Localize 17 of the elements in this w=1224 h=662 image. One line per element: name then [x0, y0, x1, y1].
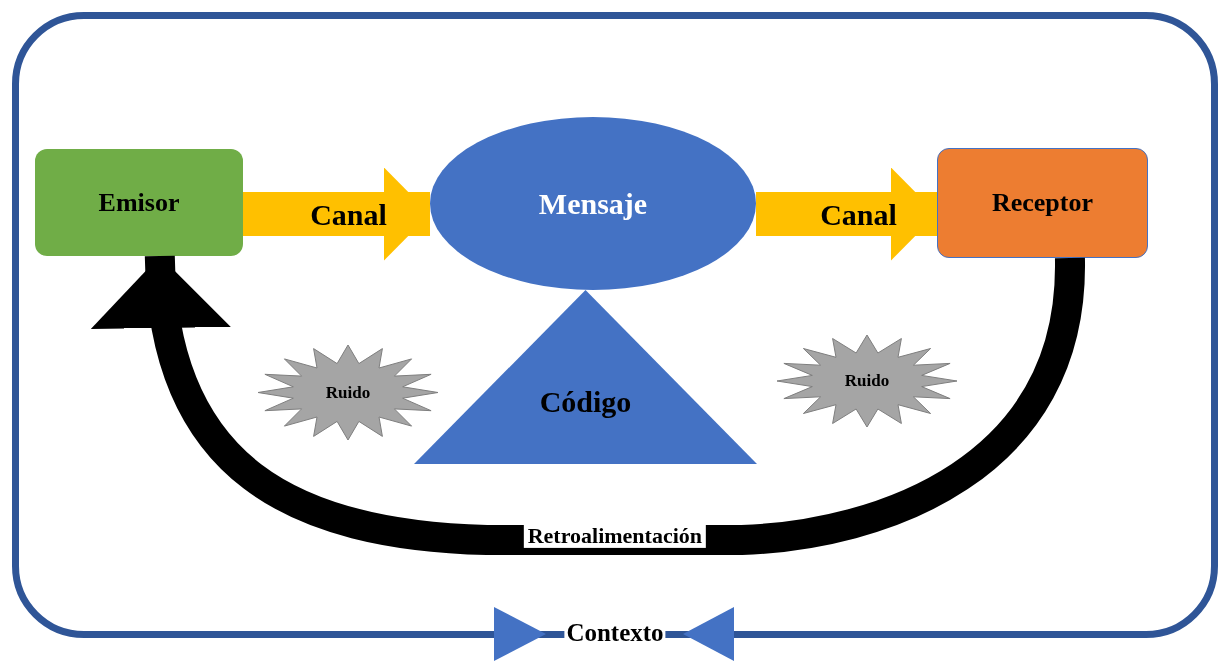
node-label: Código	[539, 385, 632, 419]
node-label: Emisor	[98, 187, 180, 218]
process-box	[35, 149, 243, 256]
node-label: Ruido	[844, 371, 890, 391]
curved-arrow	[94, 255, 1085, 555]
edge-label: Canal	[309, 197, 388, 231]
node-label: Ruido	[325, 382, 371, 403]
noise-star	[777, 335, 957, 427]
noise-star	[258, 345, 438, 440]
process-box	[937, 148, 1148, 258]
block-arrow	[756, 167, 937, 261]
node-label: Receptor	[991, 188, 1094, 218]
block-arrow	[243, 167, 430, 261]
node-label: Mensaje	[538, 186, 648, 221]
edge-label: Retroalimentación	[523, 523, 707, 549]
edge-label: Canal	[819, 197, 898, 231]
code-triangle	[414, 290, 757, 464]
